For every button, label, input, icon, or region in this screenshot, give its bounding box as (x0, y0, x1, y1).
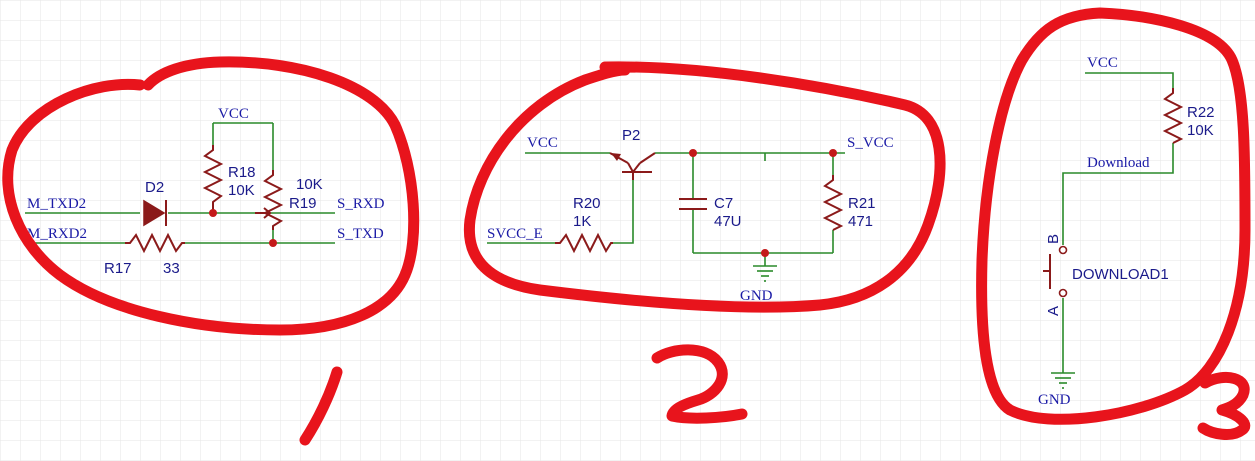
annotation-circle-1 (2, 56, 420, 336)
net-label-gnd: GND (740, 288, 773, 304)
net-label-s-txd: S_TXD (337, 226, 384, 242)
ref-r20: R20 (573, 195, 601, 212)
net-label-svcc-e: SVCC_E (487, 226, 543, 242)
resistor-r18[interactable] (202, 145, 224, 213)
annotation-circle-3 (976, 7, 1251, 425)
junction-c7-top (689, 149, 697, 157)
ref-r19: R19 (289, 195, 317, 212)
gnd-symbol-3 (1051, 372, 1075, 389)
annotation-numeral-1 (299, 366, 343, 446)
annotation-layer (2, 7, 1251, 446)
section-3-circuit: VCC Download GND R22 10K DOWNLOAD1 B A (1038, 55, 1215, 408)
pin-label-b: B (1045, 234, 1062, 244)
annotation-numeral-3 (1197, 371, 1251, 440)
gnd-symbol-2 (753, 265, 777, 282)
value-r22: 10K (1187, 122, 1214, 139)
ref-p2: P2 (622, 127, 640, 144)
ref-d2: D2 (145, 179, 164, 196)
resistor-r20[interactable] (555, 232, 613, 254)
section-1-circuit: VCC M_TXD2 M_RXD2 S_RXD S_TXD D2 R18 10K… (25, 106, 385, 277)
net-label-m-rxd2: M_RXD2 (27, 226, 87, 242)
r19-wiper-arrow (255, 207, 272, 219)
net-label-download: Download (1087, 155, 1150, 171)
wire-r20-p2 (613, 180, 634, 244)
switch-download1[interactable] (1043, 245, 1068, 298)
resistor-r17[interactable] (125, 232, 185, 254)
wire-vcc-r22 (1085, 72, 1174, 88)
resistor-r19[interactable] (262, 170, 284, 230)
ref-r18: R18 (228, 164, 256, 181)
resistor-r22[interactable] (1162, 88, 1184, 144)
net-label-vcc: VCC (218, 106, 249, 122)
value-r18: 10K (228, 182, 255, 199)
wire-r22-download (1062, 143, 1174, 245)
transistor-p2[interactable] (609, 152, 656, 180)
junction-gnd (761, 249, 769, 257)
net-label-s-rxd: S_RXD (337, 196, 385, 212)
resistor-r21[interactable] (822, 175, 844, 231)
value-r21: 471 (848, 213, 873, 230)
net-label-m-txd2: M_TXD2 (27, 196, 86, 212)
net-label-vcc: VCC (527, 135, 558, 151)
junction-r21-top (829, 149, 837, 157)
ref-download1: DOWNLOAD1 (1072, 266, 1169, 283)
junction-r19 (269, 239, 277, 247)
net-label-gnd: GND (1038, 392, 1071, 408)
annotation-circle-2 (463, 61, 946, 313)
value-r20: 1K (573, 213, 591, 230)
junction-r18 (209, 209, 217, 217)
ref-c7: C7 (714, 195, 733, 212)
value-c7: 47U (714, 213, 742, 230)
value-r17: 33 (163, 260, 180, 277)
pin-label-a: A (1045, 306, 1062, 316)
capacitor-c7[interactable] (679, 198, 707, 210)
ref-r21: R21 (848, 195, 876, 212)
annotation-numeral-2 (651, 344, 748, 424)
net-label-vcc: VCC (1087, 55, 1118, 71)
ref-r22: R22 (1187, 104, 1215, 121)
net-label-s-vcc: S_VCC (847, 135, 894, 151)
value-r19: 10K (296, 176, 323, 193)
ref-r17: R17 (104, 260, 132, 277)
diode-d2[interactable] (143, 199, 167, 227)
section-2-circuit: VCC SVCC_E S_VCC GND P2 R20 1K C7 47U R2… (487, 127, 894, 304)
